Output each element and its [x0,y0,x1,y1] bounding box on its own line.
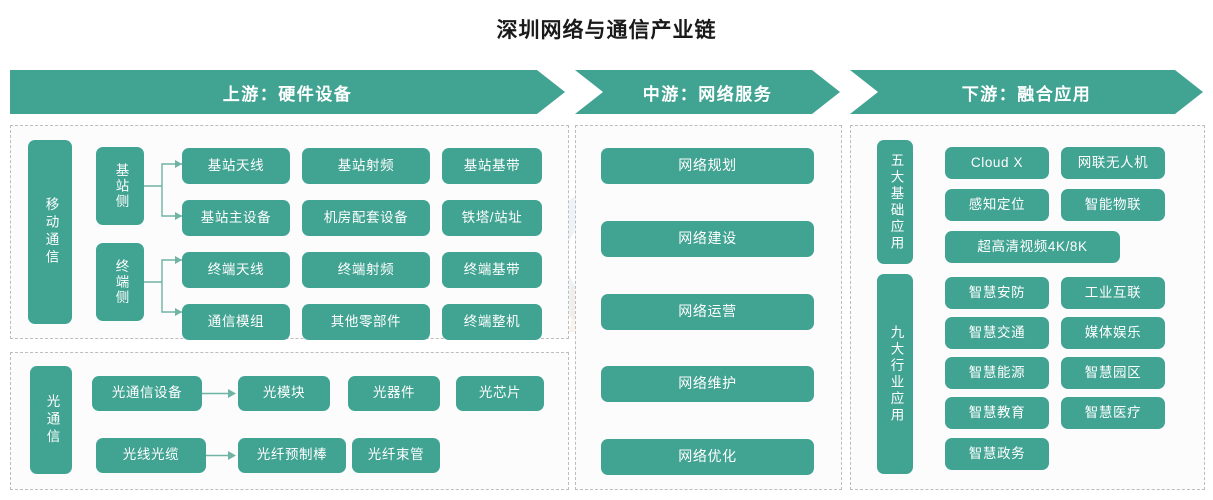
stage-header-downstream: 下游：融合应用 [850,70,1203,114]
node-sensing-positioning[interactable]: 感知定位 [945,189,1049,221]
node-terminal-rf[interactable]: 终端射频 [302,252,430,288]
node-other-components[interactable]: 其他零部件 [302,304,430,340]
node-optical-preform[interactable]: 光纤预制棒 [238,438,346,473]
node-network-maintenance[interactable]: 网络维护 [601,366,814,402]
node-terminal-baseband[interactable]: 终端基带 [442,252,542,288]
group-five-basic-applications[interactable]: 五大基础应用 [877,140,913,264]
node-base-station-antenna[interactable]: 基站天线 [182,148,290,184]
node-smart-government[interactable]: 智慧政务 [945,438,1049,470]
category-mobile-communication[interactable]: 移动通信 [28,140,72,324]
group-nine-industry-applications[interactable]: 九大行业应用 [877,274,913,474]
node-optical-device[interactable]: 光器件 [348,376,440,411]
node-terminal-antenna[interactable]: 终端天线 [182,252,290,288]
page-title: 深圳网络与通信产业链 [496,19,717,42]
node-optical-comm-equipment[interactable]: 光通信设备 [92,376,202,411]
stage-header-midstream: 中游：网络服务 [575,70,840,114]
node-industrial-internet[interactable]: 工业互联 [1061,277,1165,309]
node-base-station-main-equipment[interactable]: 基站主设备 [182,200,290,236]
node-smart-education[interactable]: 智慧教育 [945,397,1049,429]
node-optical-fiber-bundle-tube[interactable]: 光纤束管 [352,438,440,473]
node-network-operation[interactable]: 网络运营 [601,294,814,330]
node-network-construction[interactable]: 网络建设 [601,221,814,257]
node-network-planning[interactable]: 网络规划 [601,148,814,184]
node-tower-site[interactable]: 铁塔/站址 [442,200,542,236]
node-base-station-baseband[interactable]: 基站基带 [442,148,542,184]
node-base-station-rf[interactable]: 基站射频 [302,148,430,184]
node-equipment-room-supporting[interactable]: 机房配套设备 [302,200,430,236]
node-smart-security[interactable]: 智慧安防 [945,277,1049,309]
node-smart-healthcare[interactable]: 智慧医疗 [1061,397,1165,429]
node-optical-chip[interactable]: 光芯片 [456,376,544,411]
node-terminal-complete-machine[interactable]: 终端整机 [442,304,542,340]
node-network-optimization[interactable]: 网络优化 [601,439,814,475]
node-intelligent-iot[interactable]: 智能物联 [1061,189,1165,221]
node-media-entertainment[interactable]: 媒体娱乐 [1061,317,1165,349]
node-networked-drone[interactable]: 网联无人机 [1061,147,1165,179]
stage-header-upstream: 上游：硬件设备 [10,70,565,114]
group-terminal-side[interactable]: 终端侧 [96,243,144,321]
category-optical-communication[interactable]: 光通信 [30,366,72,474]
node-smart-transportation[interactable]: 智慧交通 [945,317,1049,349]
node-ultra-hd-video[interactable]: 超高清视频4K/8K [945,231,1120,263]
node-communication-module[interactable]: 通信模组 [182,304,290,340]
node-cloud-x[interactable]: Cloud X [945,147,1049,179]
node-smart-energy[interactable]: 智慧能源 [945,357,1049,389]
node-smart-park[interactable]: 智慧园区 [1061,357,1165,389]
node-optical-fiber-cable[interactable]: 光线光缆 [96,438,206,473]
group-base-station-side[interactable]: 基站侧 [96,147,144,225]
node-optical-module[interactable]: 光模块 [238,376,330,411]
